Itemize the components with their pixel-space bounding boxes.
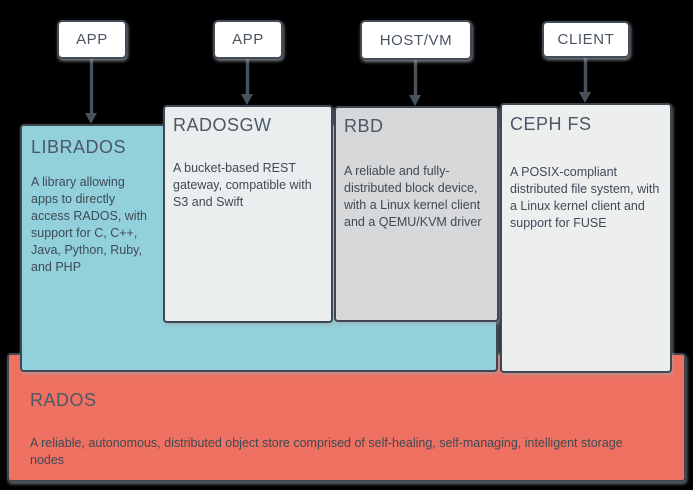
box-cephfs: CEPH FS A POSIX-compliant distributed fi… [500,103,672,373]
arrow-client-to-cephfs-line [584,58,587,93]
node-app-2: APP [213,20,283,59]
rados-title: RADOS [30,390,97,410]
arrow-hostvm-to-rbd-arrowhead-icon [409,95,421,106]
cephfs-title: CEPH FS [510,114,592,134]
arrow-app2-to-radosgw-line [246,59,249,95]
node-host-vm: HOST/VM [360,20,472,60]
box-rados: RADOS A reliable, autonomous, distribute… [7,353,686,482]
arrow-hostvm-to-rbd-line [414,60,417,96]
arrow-app2-to-radosgw-arrowhead-icon [241,94,253,105]
node-app-1: APP [57,20,127,59]
node-app-1-label: APP [76,31,108,48]
node-client: CLIENT [542,21,630,58]
node-client-label: CLIENT [557,31,615,48]
rbd-title: RBD [344,116,384,136]
librados-title: LIBRADOS [31,137,127,157]
radosgw-description: A bucket-based REST gateway, compatible … [173,161,312,209]
rbd-description: A reliable and fully-distributed block d… [344,164,482,229]
node-host-vm-label: HOST/VM [379,31,453,49]
cephfs-description: A POSIX-compliant distributed file syste… [510,165,660,230]
box-rbd: RBD A reliable and fully-distributed blo… [334,106,499,322]
librados-description: A library allowing apps to directly acce… [31,175,148,274]
box-radosgw: RADOSGW A bucket-based REST gateway, com… [163,105,333,323]
node-app-2-label: APP [232,31,264,48]
arrow-app1-to-librados-line [90,59,93,114]
arrow-client-to-cephfs-arrowhead-icon [579,92,591,103]
arrow-app1-to-librados-arrowhead-icon [85,113,97,124]
rados-description: A reliable, autonomous, distributed obje… [30,436,623,467]
radosgw-title: RADOSGW [173,115,272,135]
